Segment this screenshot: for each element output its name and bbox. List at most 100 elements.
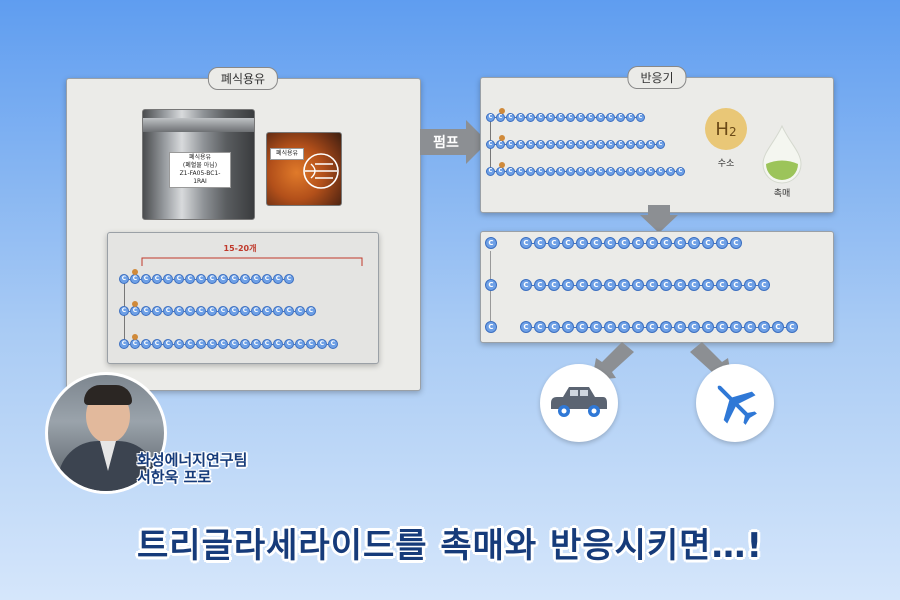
bond: [672, 284, 674, 286]
carbon-atom: C: [566, 140, 575, 149]
bond: [162, 278, 163, 280]
bond: [585, 117, 586, 118]
bond: [151, 278, 152, 280]
carbon-atom: C: [251, 274, 261, 284]
carbon-atom: C: [548, 321, 560, 333]
bond: [615, 117, 616, 118]
bond: [239, 343, 240, 345]
carbon-atom: C: [520, 279, 532, 291]
bond: [555, 144, 556, 145]
bond: [495, 117, 496, 118]
bond: [574, 242, 576, 244]
bond: [206, 278, 207, 280]
bond: [173, 343, 174, 345]
bond: [515, 117, 516, 118]
speaker-team: 화성에너지연구팀: [137, 451, 248, 469]
carbon-atom: C: [566, 113, 575, 122]
bond: [595, 144, 596, 145]
bond: [742, 326, 744, 328]
bond: [228, 343, 229, 345]
bond: [605, 144, 606, 145]
bond: [129, 343, 130, 345]
reactor-node-2: [499, 135, 505, 141]
bond: [616, 284, 618, 286]
bond: [575, 117, 576, 118]
bond: [140, 343, 141, 345]
bond: [525, 117, 526, 118]
bond: [217, 278, 218, 280]
carbon-atom: C: [546, 113, 555, 122]
carbon-atom: C: [506, 113, 515, 122]
carbon-atom: C: [141, 339, 151, 349]
bond: [184, 278, 185, 280]
carbon-atom: C: [772, 321, 784, 333]
bond: [655, 171, 656, 172]
carbon-atom: C: [207, 306, 217, 316]
bond: [294, 343, 295, 345]
carbon-atom: C: [616, 167, 625, 176]
carbon-atom: C: [317, 339, 327, 349]
bond: [602, 284, 604, 286]
bond: [261, 343, 262, 345]
carbon-atom: C: [240, 339, 250, 349]
carbon-atom: C: [616, 113, 625, 122]
carbon-atom: C: [716, 321, 728, 333]
bond: [535, 171, 536, 172]
bond: [283, 310, 284, 312]
carbon-atom: C: [218, 339, 228, 349]
bond: [184, 343, 185, 345]
carbon-atom: C: [295, 306, 305, 316]
bond: [505, 171, 506, 172]
carbon-atom: C: [506, 167, 515, 176]
carbon-atom: C: [163, 339, 173, 349]
bond: [162, 343, 163, 345]
ester-node-2: [132, 301, 138, 307]
carbon-atom: C: [534, 237, 546, 249]
carbon-atom: C: [702, 237, 714, 249]
bond: [630, 326, 632, 328]
carbon-atom: C: [636, 113, 645, 122]
carbon-atom: C: [240, 306, 250, 316]
carbon-atom: C: [130, 274, 140, 284]
carbon-atom: C: [251, 339, 261, 349]
hydrogen-label: 수소: [717, 159, 735, 169]
carbon-atom: C: [174, 274, 184, 284]
carbon-atom: C: [656, 140, 665, 149]
bond: [756, 284, 758, 286]
carbon-atom: C: [152, 306, 162, 316]
pump-arrow-icon: [420, 120, 488, 164]
carbon-atom: C: [548, 279, 560, 291]
bond: [686, 242, 688, 244]
carbon-atom: C: [130, 306, 140, 316]
bond: [250, 278, 251, 280]
container-photo: 폐식용유 (폐혈물 아님) Z1-FA05-BC1-1RAI: [142, 109, 255, 220]
atom-c: C: [485, 279, 497, 291]
bond: [645, 171, 646, 172]
carbon-atom: C: [656, 167, 665, 176]
carbon-atom: C: [660, 237, 672, 249]
carbon-atom: C: [328, 339, 338, 349]
carbon-atom: C: [618, 237, 630, 249]
bond: [756, 326, 758, 328]
carbon-atom: C: [526, 140, 535, 149]
carbon-atom: C: [606, 140, 615, 149]
bond: [525, 171, 526, 172]
bond: [162, 310, 163, 312]
carbon-atom: C: [666, 167, 675, 176]
bond: [616, 242, 618, 244]
bond: [700, 326, 702, 328]
bond: [283, 343, 284, 345]
carbon-atom: C: [548, 237, 560, 249]
carbon-atom: C: [229, 274, 239, 284]
bond: [575, 171, 576, 172]
carbon-atom: C: [646, 279, 658, 291]
glycerol-atom-2: C: [485, 279, 497, 291]
car-circle: [540, 364, 618, 442]
carbon-atom: C: [606, 167, 615, 176]
bond: [665, 171, 666, 172]
carbon-atom: C: [119, 306, 129, 316]
bond: [588, 326, 590, 328]
bond: [173, 278, 174, 280]
